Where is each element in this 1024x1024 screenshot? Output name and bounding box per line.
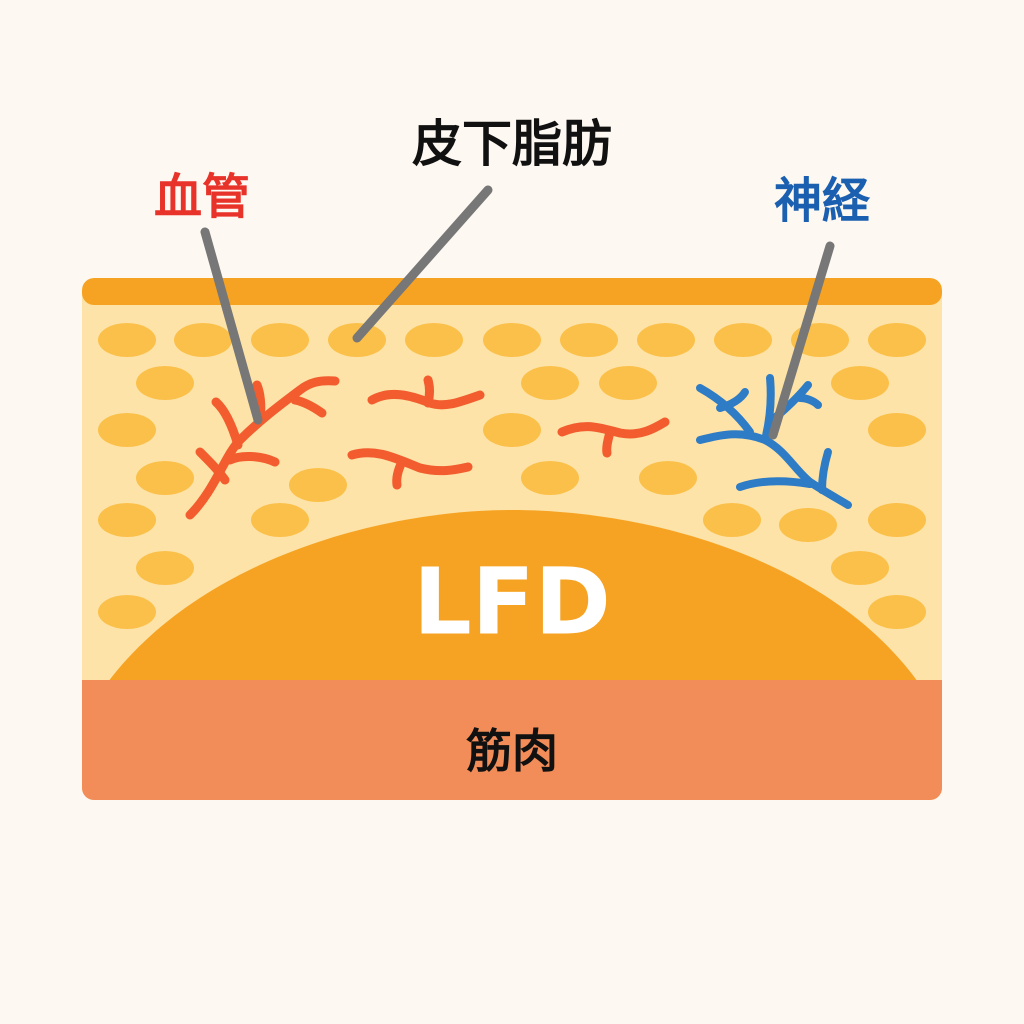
fat-cell (136, 461, 194, 495)
fat-cell (289, 468, 347, 502)
fat-cells (98, 323, 926, 629)
fat-cell (98, 413, 156, 447)
fat-cell (779, 508, 837, 542)
nerve-label: 神経 (773, 173, 871, 229)
fat-cell (251, 323, 309, 357)
skin-layer (82, 278, 942, 305)
fat-cell (831, 551, 889, 585)
fat-cell (868, 413, 926, 447)
fat-cell (703, 503, 761, 537)
lfd-region (108, 510, 918, 682)
fat-cell (521, 366, 579, 400)
blood-vessels (185, 375, 670, 520)
subcutaneous-fat-label: 皮下脂肪 (412, 115, 612, 173)
fat-cell (868, 503, 926, 537)
fat-cell (136, 366, 194, 400)
fat-cell (637, 323, 695, 357)
lfd-label: LFD (413, 548, 611, 656)
nerve-pointer (768, 241, 835, 440)
fat-cell (98, 323, 156, 357)
fat-cell (560, 323, 618, 357)
fat-cell (174, 323, 232, 357)
fat-cell (483, 413, 541, 447)
fat-cell (639, 461, 697, 495)
fat-cell (251, 503, 309, 537)
blood-vessel-label: 血管 (153, 169, 251, 225)
muscle-layer (82, 680, 942, 800)
pointer-lines (200, 185, 835, 440)
fat-cell (831, 366, 889, 400)
fat-cell (98, 595, 156, 629)
fat-cell (868, 323, 926, 357)
fat-cell (868, 595, 926, 629)
fat-cell (405, 323, 463, 357)
fat-pointer (352, 185, 493, 343)
fat-cell (136, 551, 194, 585)
fat-cell (714, 323, 772, 357)
fat-cell (483, 323, 541, 357)
fat-cell (98, 503, 156, 537)
fat-cell (521, 461, 579, 495)
fat-cell (599, 366, 657, 400)
muscle-label: 筋肉 (466, 724, 558, 778)
vessel-pointer (200, 227, 263, 425)
